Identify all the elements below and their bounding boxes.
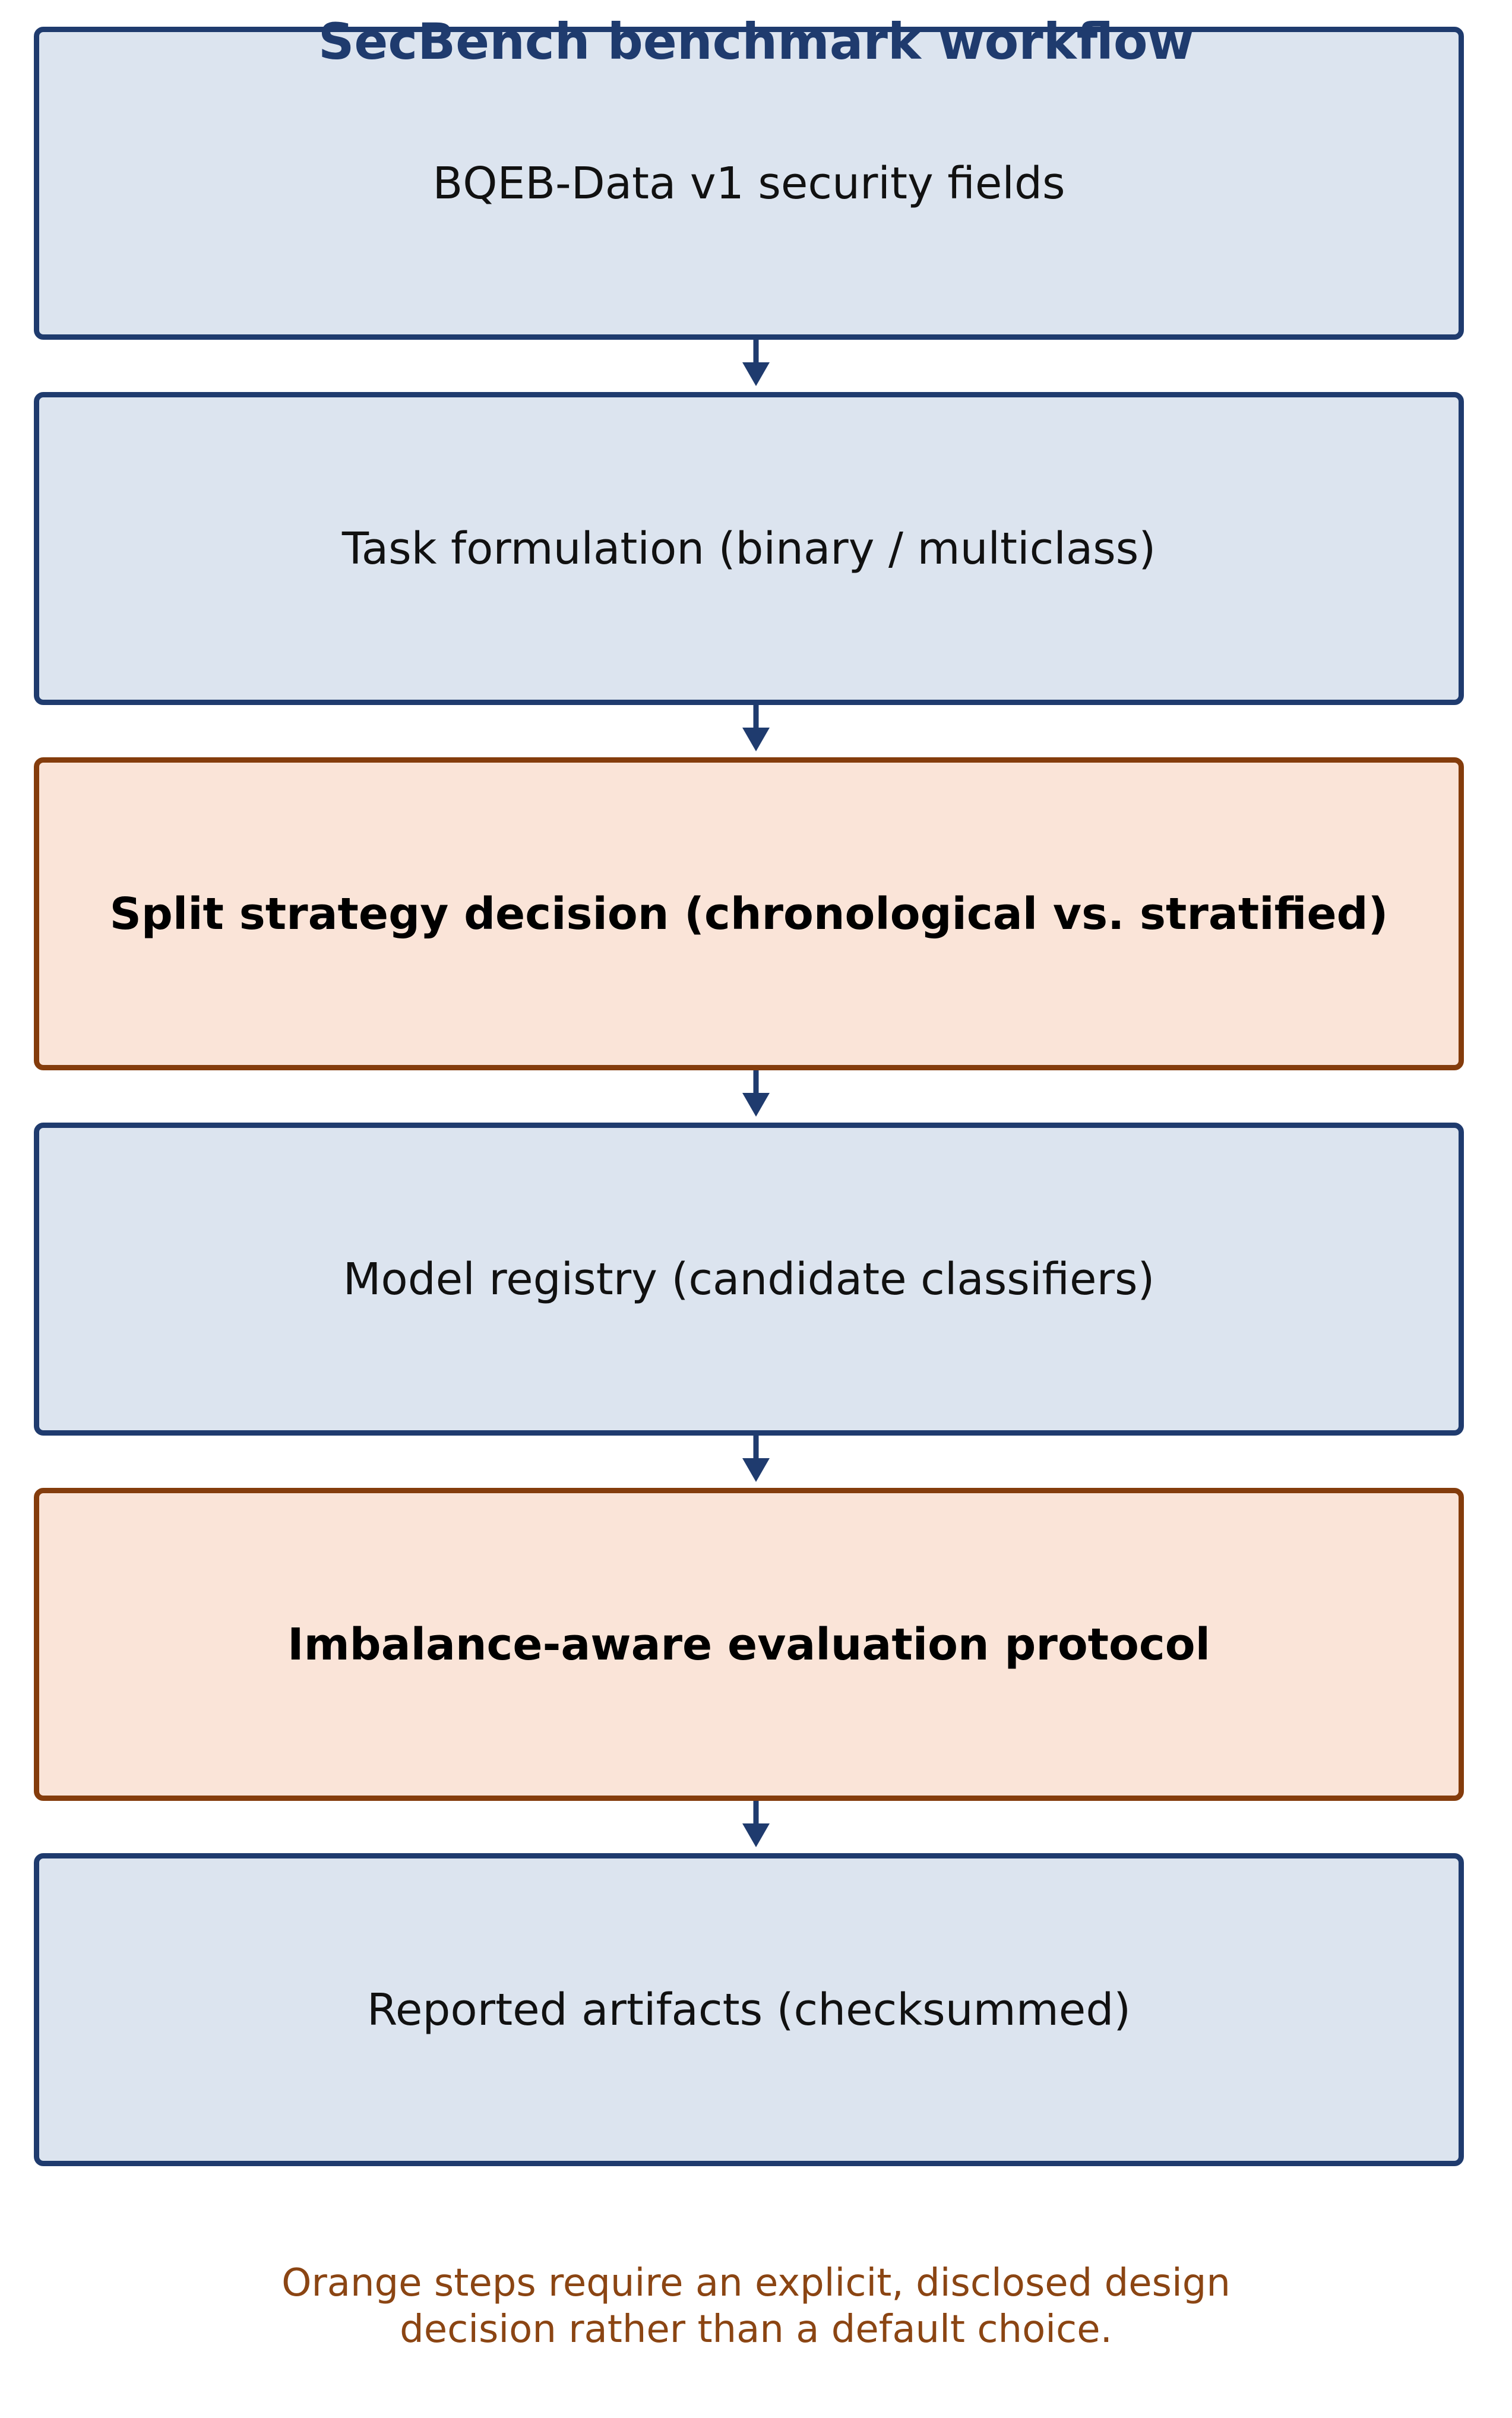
caption-line-2: decision rather than a default choice. xyxy=(400,2308,1112,2351)
step-data-source: BQEB-Data v1 security fields xyxy=(34,27,1464,340)
arrow-down-icon xyxy=(742,1436,770,1482)
arrow-down-icon xyxy=(742,705,770,751)
legend-caption: Orange steps require an explicit, disclo… xyxy=(0,2260,1512,2353)
step-reported-artifacts: Reported artifacts (checksummed) xyxy=(34,1853,1464,2166)
caption-line-1: Orange steps require an explicit, disclo… xyxy=(281,2261,1231,2305)
arrow-down-icon xyxy=(742,1070,770,1117)
step-task-formulation: Task formulation (binary / multiclass) xyxy=(34,392,1464,705)
step-split-strategy: Split strategy decision (chronological v… xyxy=(34,757,1464,1070)
arrow-down-icon xyxy=(742,1801,770,1847)
step-evaluation-protocol: Imbalance-aware evaluation protocol xyxy=(34,1488,1464,1801)
step-model-registry: Model registry (candidate classifiers) xyxy=(34,1123,1464,1436)
arrow-down-icon xyxy=(742,340,770,386)
diagram-title: SecBench benchmark workflow xyxy=(318,12,1194,71)
